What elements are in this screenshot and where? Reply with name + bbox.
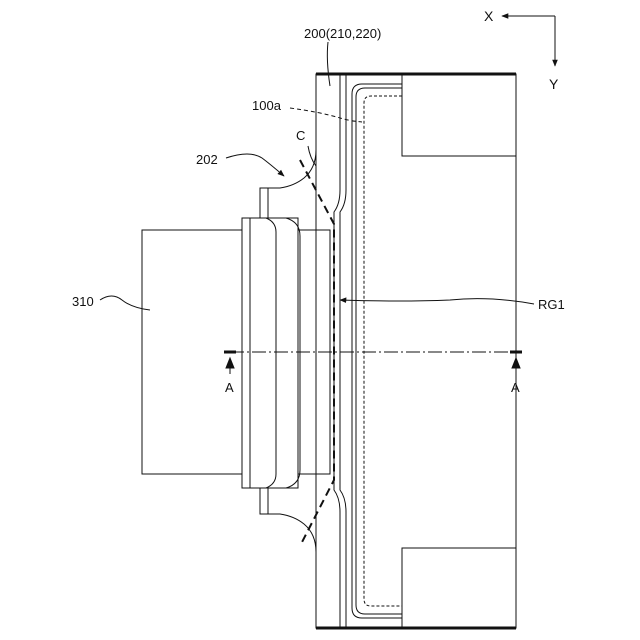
insert-element [242,218,300,488]
label-c: C [296,128,305,143]
label-202: 202 [196,152,218,167]
leader-rg1 [340,299,534,304]
leader-100a [290,108,362,122]
label-section-a-left: A [225,380,234,395]
label-rg1: RG1 [538,297,565,312]
layered-film [334,74,402,628]
leader-200 [327,42,330,86]
x-axis-label: X [484,8,494,24]
label-100a: 100a [252,98,282,113]
label-200: 200(210,220) [304,26,381,41]
y-axis-label: Y [549,76,559,92]
leader-lines [100,42,534,310]
axis-indicator: X Y [484,8,559,92]
leader-c [308,146,316,166]
leader-202 [226,154,284,176]
region-c-boundary [300,160,334,546]
label-310: 310 [72,294,94,309]
label-section-a-right: A [511,380,520,395]
